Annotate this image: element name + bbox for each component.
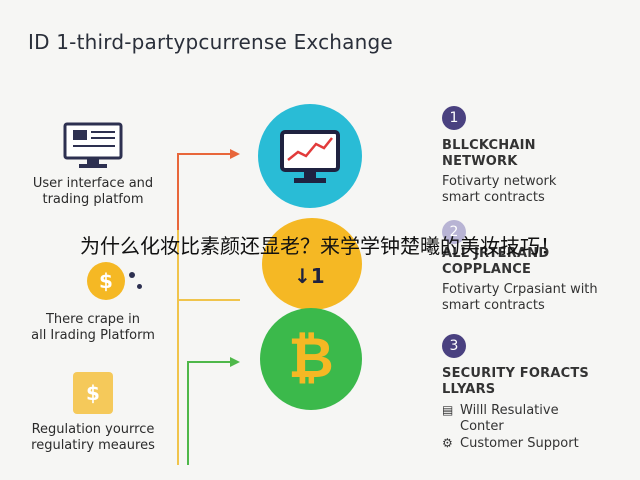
orange-connector bbox=[177, 153, 232, 230]
right-line-text: Customer Support bbox=[460, 436, 579, 451]
bitcoin-icon: ₿ bbox=[288, 326, 334, 391]
right-line: smart contracts bbox=[442, 190, 545, 205]
right-item-1: 1 BLLCKCHAIN NETWORK Fotivarty network s… bbox=[442, 106, 632, 206]
right-line-text: Willl Resulative bbox=[460, 403, 559, 418]
lock-circle: ↓1 bbox=[262, 218, 362, 310]
right-line: ⚙ Customer Support bbox=[442, 435, 632, 452]
monitor-icon bbox=[63, 122, 123, 168]
number-badge: 3 bbox=[442, 334, 466, 358]
page-title: ID 1-third-partypcurrense Exchange bbox=[28, 30, 393, 54]
orange-arrow-head bbox=[230, 149, 240, 159]
chart-monitor-icon bbox=[280, 130, 340, 183]
document-icon: ▤ bbox=[442, 403, 454, 417]
right-line: Fotivarty Crpasiant with bbox=[442, 282, 598, 297]
monitor-chart-circle bbox=[258, 104, 362, 208]
right-item-3: 3 SECURITY FORACTS LLYARS ▤ Willl Resulat… bbox=[442, 334, 632, 452]
right-title-3: SECURITY FORACTS LLYARS bbox=[442, 366, 589, 397]
left-item-regulation: $ Regulation yourrce regulatiry meaures bbox=[8, 372, 178, 454]
right-line: Conter bbox=[442, 419, 632, 435]
right-line: smart contracts bbox=[442, 298, 545, 313]
right-title-1: BLLCKCHAIN NETWORK bbox=[442, 138, 536, 169]
left-label-ui: User interface and trading platfom bbox=[32, 176, 154, 207]
right-line: Fotivarty network bbox=[442, 174, 557, 189]
right-title-2: ALL JRTERAND COPPLANCE bbox=[442, 246, 550, 277]
left-label-platform: There crape in all Irading Platform bbox=[31, 312, 155, 343]
yellow-connector bbox=[177, 230, 240, 465]
right-item-2: 2 ALL JRTERAND COPPLANCE Fotivarty Crpas… bbox=[442, 220, 632, 314]
left-item-ui: User interface and trading platfom bbox=[8, 120, 178, 208]
number-badge: 1 bbox=[442, 106, 466, 130]
number-badge: 2 bbox=[442, 220, 466, 244]
coin-icon: $ bbox=[33, 262, 153, 302]
document-dollar-icon: $ bbox=[73, 372, 113, 414]
lock-icon: ↓1 bbox=[294, 264, 325, 288]
left-item-platform: $ There crape in all Irading Platform bbox=[8, 262, 178, 344]
right-line: ▤ Willl Resulative bbox=[442, 402, 632, 419]
bitcoin-circle: ₿ bbox=[260, 308, 362, 410]
overlay-caption: 为什么化妆比素颜还显老？来学学钟楚曦的美妆技巧！ bbox=[80, 234, 560, 258]
right-line-text: Conter bbox=[460, 419, 504, 434]
left-label-regulation: Regulation yourrce regulatiry meaures bbox=[31, 422, 155, 453]
support-icon: ⚙ bbox=[442, 436, 453, 450]
green-connector bbox=[187, 361, 232, 465]
green-arrow-head bbox=[230, 357, 240, 367]
